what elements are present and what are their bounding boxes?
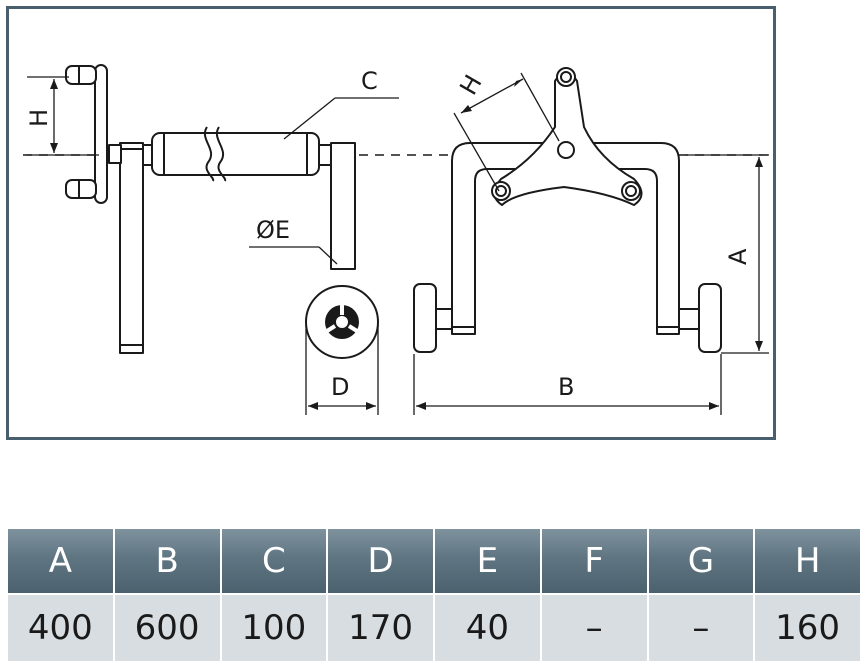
value-f: –	[541, 595, 647, 661]
header-h: H	[755, 529, 860, 593]
technical-drawing-frame: C ØE D B H H A	[6, 6, 776, 440]
technical-drawing: C ØE D B H H A	[23, 64, 769, 415]
label-h-right: H	[454, 70, 487, 100]
table-row: 400 600 100 170 40 – – 160	[8, 595, 860, 661]
label-e: ØE	[256, 216, 290, 244]
label-c: C	[361, 67, 378, 95]
header-d: D	[328, 529, 433, 593]
left-end-wheel	[413, 283, 437, 353]
table-header-row: A B C D E F G H	[8, 529, 860, 593]
header-c: C	[221, 529, 327, 593]
tri-plate	[493, 71, 643, 206]
roller-tube	[151, 132, 320, 176]
handle-knob-top	[65, 65, 97, 85]
label-h-left: H	[25, 109, 53, 127]
header-g: G	[648, 529, 754, 593]
header-e: E	[435, 529, 540, 593]
label-b: B	[558, 373, 574, 401]
value-b: 600	[114, 595, 220, 661]
value-d: 170	[328, 595, 433, 661]
handle-knob-bottom	[65, 179, 97, 199]
value-e: 40	[435, 595, 540, 661]
header-a: A	[8, 529, 113, 593]
right-arm	[330, 142, 356, 270]
header-f: F	[541, 529, 647, 593]
header-b: B	[114, 529, 220, 593]
dimension-table: A B C D E F G H 400 600 100 170 40 – – 1…	[6, 527, 862, 663]
value-a: 400	[8, 595, 113, 661]
label-d: D	[331, 373, 349, 401]
value-h: 160	[755, 595, 860, 661]
side-view	[27, 64, 399, 415]
u-frame	[451, 142, 680, 335]
front-view	[413, 67, 769, 415]
label-a: A	[724, 248, 752, 265]
value-g: –	[648, 595, 754, 661]
left-leg	[119, 142, 144, 354]
right-end-wheel	[698, 283, 722, 353]
value-c: 100	[221, 595, 327, 661]
handle-plate	[94, 64, 108, 204]
